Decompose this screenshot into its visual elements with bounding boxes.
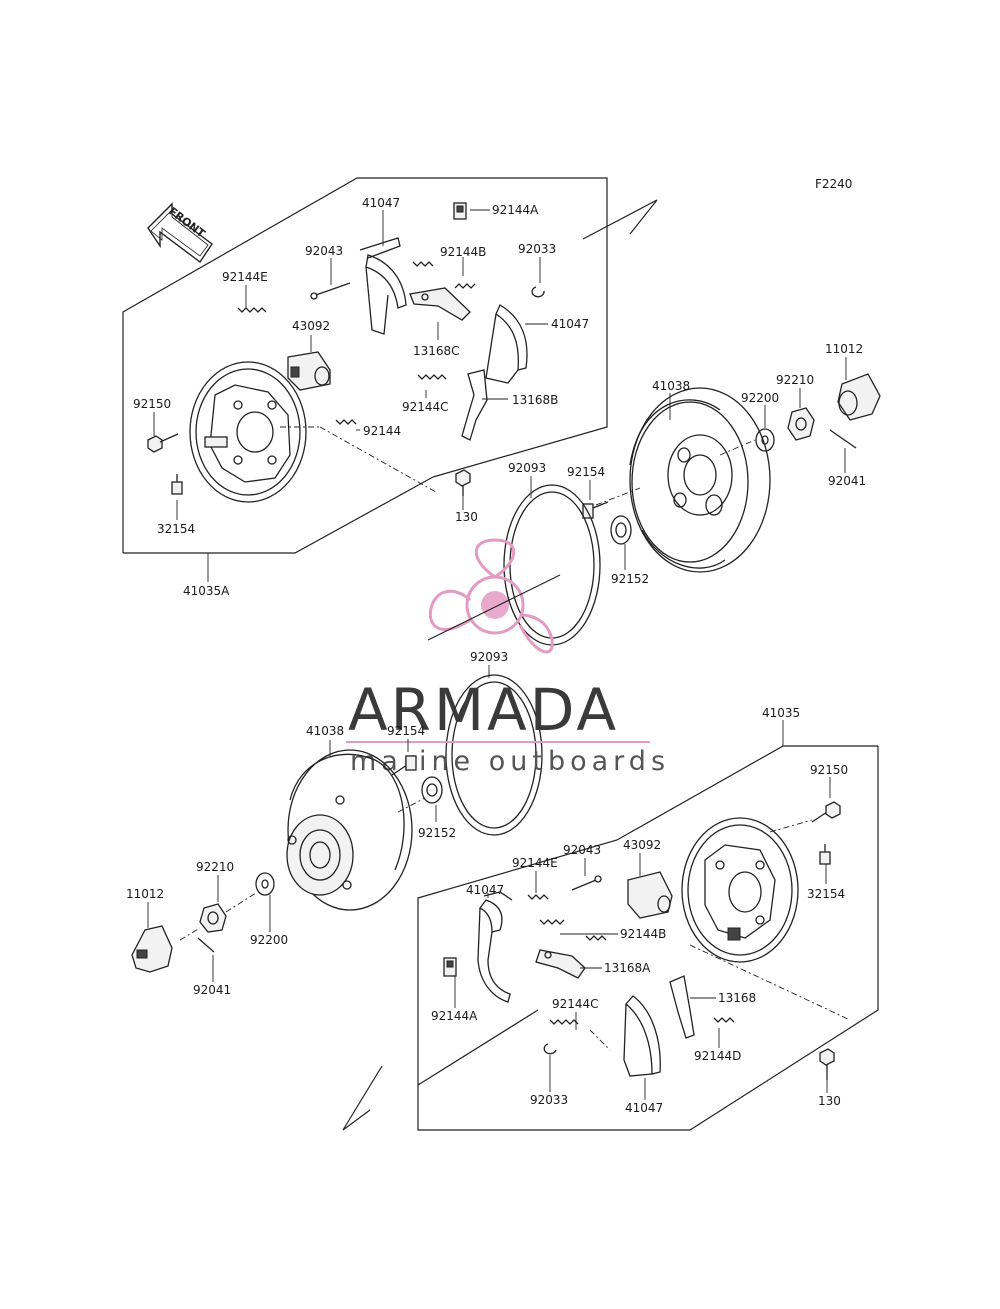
label-92154-upper: 92154 — [567, 465, 605, 479]
pin-92043-lower — [571, 875, 602, 891]
label-11012-lower: 11012 — [126, 887, 164, 901]
nipple-32154-upper — [171, 474, 183, 495]
label-92041-upper: 92041 — [828, 474, 866, 488]
label-130-upper: 130 — [455, 510, 478, 524]
label-92150-upper: 92150 — [133, 397, 171, 411]
label-41047-upper-right: 41047 — [551, 317, 589, 331]
brake-shoe-lower-right — [623, 995, 661, 1077]
label-32154-lower: 32154 — [807, 887, 845, 901]
bolt-92150-lower — [811, 801, 841, 823]
lever-13168b-upper — [461, 369, 488, 441]
label-13168b-upper: 13168B — [512, 393, 558, 407]
label-92210-lower: 92210 — [196, 860, 234, 874]
bolt-130-lower — [819, 1048, 835, 1080]
label-41035: 41035 — [762, 706, 800, 720]
seal-92093-lower — [445, 674, 543, 836]
label-92152-upper: 92152 — [611, 572, 649, 586]
nipple-32154-lower — [819, 844, 831, 865]
label-92093-lower: 92093 — [470, 650, 508, 664]
label-43092-upper: 43092 — [292, 319, 330, 333]
label-92144c-lower: 92144C — [552, 997, 599, 1011]
wheel-cylinder-lower — [627, 871, 673, 919]
label-92210-upper: 92210 — [776, 373, 814, 387]
label-92144c-upper: 92144C — [402, 400, 449, 414]
leader-lines-upper — [153, 209, 548, 582]
label-92144a-lower: 92144A — [431, 1009, 478, 1023]
backing-plate-upper — [189, 361, 307, 503]
brake-drum-lower — [286, 749, 413, 911]
brake-shoe-upper-right — [485, 304, 528, 384]
brake-shoe-lower-left — [477, 891, 513, 1003]
clip-92033-lower — [543, 1043, 557, 1055]
pin-92043-upper — [310, 282, 351, 300]
watermark-title: ARMADA — [348, 676, 619, 744]
cap-11012-lower — [131, 925, 173, 973]
label-92093-upper: 92093 — [508, 461, 546, 475]
upper-assembly-frame — [122, 177, 658, 554]
label-92152-lower: 92152 — [418, 826, 456, 840]
label-92200-upper: 92200 — [741, 391, 779, 405]
label-41047-lower-left: 41047 — [466, 883, 504, 897]
label-11012-upper: 11012 — [825, 342, 863, 356]
label-92144d-lower: 92144D — [694, 1049, 741, 1063]
washer-92200-upper — [755, 428, 775, 452]
wheel-cylinder-upper — [287, 351, 331, 391]
label-13168c-upper: 13168C — [413, 344, 460, 358]
label-92144b-lower: 92144B — [620, 927, 666, 941]
washer-92200-lower — [255, 872, 275, 896]
clip-92144a-upper — [453, 202, 467, 220]
brake-drum-upper — [629, 387, 771, 573]
label-92144b-upper: 92144B — [440, 245, 486, 259]
brake-shoe-upper-left — [359, 237, 407, 335]
label-92200-lower: 92200 — [250, 933, 288, 947]
label-43092-lower: 43092 — [623, 838, 661, 852]
label-92154-lower: 92154 — [387, 724, 425, 738]
nut-92210-lower — [199, 903, 227, 933]
leader-lines-middle — [488, 357, 847, 678]
label-92144a-upper: 92144A — [492, 203, 539, 217]
cotter-92041-upper — [829, 429, 857, 449]
front-arrow-icon: FRONT — [147, 202, 213, 264]
leader-lines-lower — [147, 720, 851, 1100]
label-92033-lower: 92033 — [530, 1093, 568, 1107]
label-32154-upper: 32154 — [157, 522, 195, 536]
label-92033-upper: 92033 — [518, 242, 556, 256]
label-92150-lower: 92150 — [810, 763, 848, 777]
bolt-92150-upper — [147, 433, 179, 453]
label-92144-upper: 92144 — [363, 424, 401, 438]
adjuster-13168a-lower — [535, 949, 586, 979]
backing-plate-lower — [681, 817, 799, 963]
label-41038-upper: 41038 — [652, 379, 690, 393]
bolt-130-upper — [455, 469, 471, 496]
springs-lower — [527, 894, 735, 1025]
armada-logo: ARMADA marine outboards — [346, 538, 670, 777]
adjuster-13168c-upper — [409, 287, 471, 321]
clip-92144a-lower — [443, 957, 457, 977]
watermark-subtitle: marine outboards — [350, 746, 670, 777]
label-41047-upper-left: 41047 — [362, 196, 400, 210]
cotter-92041-lower — [197, 937, 215, 953]
bolt-92154-lower — [391, 755, 417, 776]
figure-code: F2240 — [815, 177, 852, 191]
label-13168a-lower: 13168A — [604, 961, 651, 975]
label-41038-lower: 41038 — [306, 724, 344, 738]
label-13168-lower: 13168 — [718, 991, 756, 1005]
label-92144e-upper: 92144E — [222, 270, 268, 284]
clip-92033-upper — [531, 286, 545, 298]
cap-11012-upper — [837, 373, 881, 421]
springs-upper — [237, 261, 476, 425]
seal-92152-lower — [421, 776, 443, 804]
lower-assembly-frame — [342, 745, 879, 1131]
label-92043-upper: 92043 — [305, 244, 343, 258]
label-92144e-lower: 92144E — [512, 856, 558, 870]
label-41047-lower-right: 41047 — [625, 1101, 663, 1115]
label-130-lower: 130 — [818, 1094, 841, 1108]
label-41035a: 41035A — [183, 584, 230, 598]
label-92043-lower: 92043 — [563, 843, 601, 857]
seal-92152-upper — [610, 515, 632, 545]
label-92041-lower: 92041 — [193, 983, 231, 997]
lever-13168-lower — [669, 975, 695, 1039]
nut-92210-upper — [787, 407, 815, 441]
